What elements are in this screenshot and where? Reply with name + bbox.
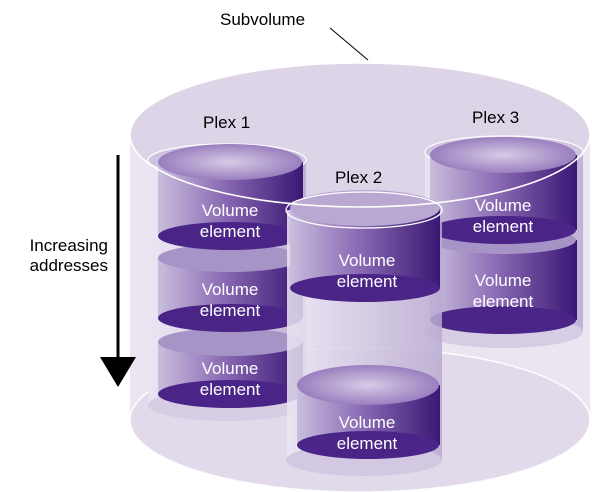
volume-element-label: Volume element	[448, 270, 558, 312]
plex2-volume-element-2	[297, 365, 440, 459]
axis-label-line2: addresses	[29, 256, 108, 275]
volume-element-line2: element	[336, 272, 398, 291]
volume-element-line2: element	[199, 301, 261, 320]
volume-element-label: Volume element	[175, 279, 285, 321]
volume-element-line2: element	[336, 434, 398, 453]
plex3-label: Plex 3	[472, 108, 520, 127]
plex1-label: Plex 1	[203, 113, 251, 132]
plex2-volume-element-1	[290, 190, 440, 302]
volume-element-line2: element	[472, 217, 534, 236]
volume-element-line2: element	[472, 292, 534, 311]
volume-element-line1: Volume	[201, 201, 259, 220]
volume-element-line2: element	[199, 380, 261, 399]
axis-label: Increasing addresses	[8, 236, 108, 276]
plex1-volume-element-2	[158, 244, 303, 332]
plex3-volume-element-1	[430, 137, 577, 244]
volume-element-line1: Volume	[201, 359, 259, 378]
volume-element-label: Volume element	[175, 200, 285, 242]
subvolume-top-rim	[129, 62, 591, 208]
volume-element-line1: Volume	[338, 413, 396, 432]
plex2-label: Plex 2	[335, 168, 383, 187]
subvolume-callout-line	[329, 27, 369, 61]
axis-label-line1: Increasing	[29, 236, 108, 255]
subvolume-label: Subvolume	[220, 10, 306, 29]
volume-element-line1: Volume	[474, 196, 532, 215]
plex1-volume-element-3	[158, 328, 303, 408]
volume-element-label: Volume element	[448, 195, 558, 237]
volume-element-line1: Volume	[474, 271, 532, 290]
plex1-volume-element-1	[158, 144, 303, 250]
volume-element-label: Volume element	[312, 250, 422, 292]
volume-element-line1: Volume	[201, 280, 259, 299]
volume-element-label: Volume element	[175, 358, 285, 400]
volume-element-line2: element	[199, 222, 261, 241]
volume-element-label: Volume element	[312, 412, 422, 454]
plex2-top-rim	[285, 191, 443, 229]
volume-element-line1: Volume	[338, 251, 396, 270]
